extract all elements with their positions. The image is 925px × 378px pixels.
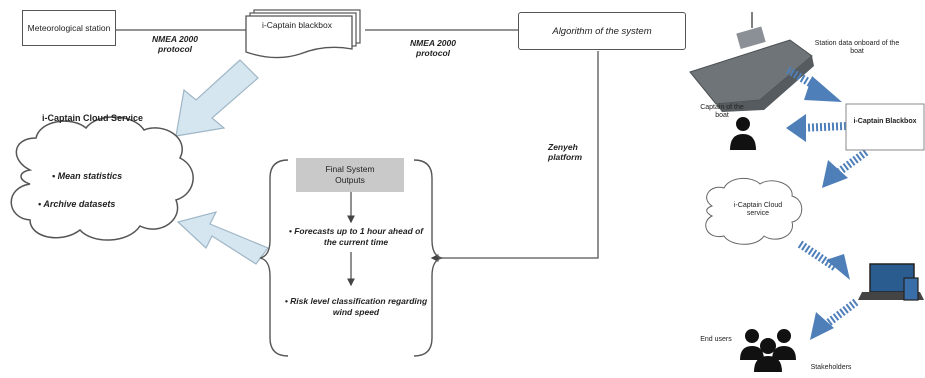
connector-algorithm-outputs (430, 51, 599, 262)
cloud-item-archive-datasets: • Archive datasets (38, 199, 116, 209)
stakeholders-label: Stakeholders (810, 364, 852, 371)
cloud-item-mean-statistics: • Mean statistics (52, 171, 123, 181)
meteorological-station-label: Meteorological station (27, 22, 111, 33)
blackbox-document-shape (245, 15, 353, 59)
devices-icon (858, 263, 924, 301)
arrow-cloud-to-devices (797, 240, 850, 280)
right-blackbox-shape (845, 103, 925, 151)
cloud-title: i-Captain Cloud Service (42, 113, 144, 123)
final-outputs-label: Final System Outputs (325, 164, 375, 185)
platform-label: Zenyeh platform (548, 142, 582, 162)
right-cloud-label: i-Captain Cloud service (733, 202, 783, 217)
left-brace (259, 159, 289, 357)
right-blackbox-label: i-Captain Blackbox (853, 118, 917, 125)
end-users-icon (740, 329, 796, 372)
arrow-blackbox-to-cloud (175, 59, 259, 137)
protocol-label-2: NMEA 2000 protocol (410, 38, 456, 58)
algorithm-box: Algorithm of the system (518, 12, 686, 50)
arrow-blackbox-to-captain (786, 114, 847, 142)
boat-caption: Station data onboard of the boat (814, 40, 900, 55)
arrow-devices-to-users (810, 298, 859, 340)
meteorological-station-box: Meteorological station (22, 10, 116, 46)
arrow-outputs-to-cloud (176, 211, 269, 265)
risk-item: • Risk level classification regarding wi… (284, 296, 428, 317)
right-brace (413, 159, 443, 357)
end-users-label: End users (700, 336, 732, 343)
blackbox-label: i-Captain blackbox (262, 20, 332, 30)
captain-label: Captain of the boat (700, 104, 744, 119)
boat-icon (689, 12, 814, 112)
protocol-label-1: NMEA 2000 protocol (152, 34, 198, 54)
captain-icon (730, 117, 756, 150)
cloud-shape (10, 116, 194, 241)
final-outputs-box: Final System Outputs (296, 158, 404, 192)
arrow-blackbox-to-cloud-right (822, 148, 869, 188)
arrow-boat-to-blackbox (785, 66, 842, 102)
algorithm-label: Algorithm of the system (552, 25, 652, 37)
forecast-item: • Forecasts up to 1 hour ahead of the cu… (288, 226, 424, 247)
right-cloud-shape (705, 178, 803, 245)
